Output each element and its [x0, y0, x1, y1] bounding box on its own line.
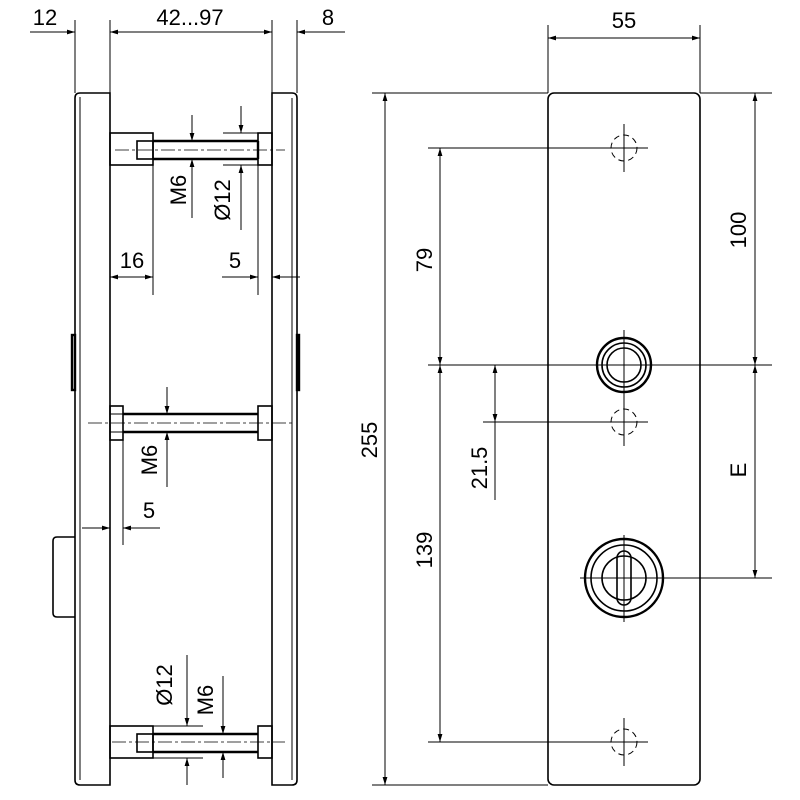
- middle-screw: [88, 405, 294, 441]
- dim-height: 255: [357, 422, 382, 459]
- right-knob-bump: [295, 333, 301, 392]
- dim-cylinder-to-center: 21.5: [467, 447, 492, 490]
- dim-top-m6: M6: [166, 175, 191, 206]
- dim-bottom-diameter: Ø12: [152, 664, 177, 706]
- dim-e: E: [726, 463, 751, 478]
- dim-rose-right: 8: [322, 5, 334, 30]
- thumbturn-block: [52, 536, 75, 618]
- dim-mid-m6: M6: [137, 445, 162, 476]
- left-rose-plate: [74, 92, 111, 786]
- dim-upper-spacing: 79: [412, 248, 437, 272]
- dim-sleeve-16: 16: [120, 248, 144, 273]
- dim-door-thickness: 42...97: [156, 5, 223, 30]
- dim-head-5: 5: [143, 498, 155, 523]
- right-rose-plate: [271, 92, 298, 786]
- dim-top-diameter: Ø12: [210, 179, 235, 221]
- dim-width: 55: [612, 8, 636, 33]
- top-screw: [109, 132, 285, 166]
- thumbturn-rosette: [580, 535, 668, 622]
- left-knob-bump: [70, 333, 77, 392]
- dim-top-to-cylinder: 100: [726, 212, 751, 249]
- cylinder-rosette: [585, 330, 663, 400]
- side-view: 12 42...97 8 M6 Ø12 16 5 M6 5 Ø12 M6: [30, 5, 345, 786]
- dim-lower-spacing: 139: [412, 532, 437, 569]
- dim-bottom-m6: M6: [193, 685, 218, 716]
- dim-rose-left: 12: [33, 5, 57, 30]
- dim-nut-5: 5: [229, 248, 241, 273]
- front-view: 55 255 79 139 21.5 100 E: [357, 8, 772, 786]
- bottom-screw: [109, 725, 285, 759]
- rose-plate-front: [547, 92, 701, 786]
